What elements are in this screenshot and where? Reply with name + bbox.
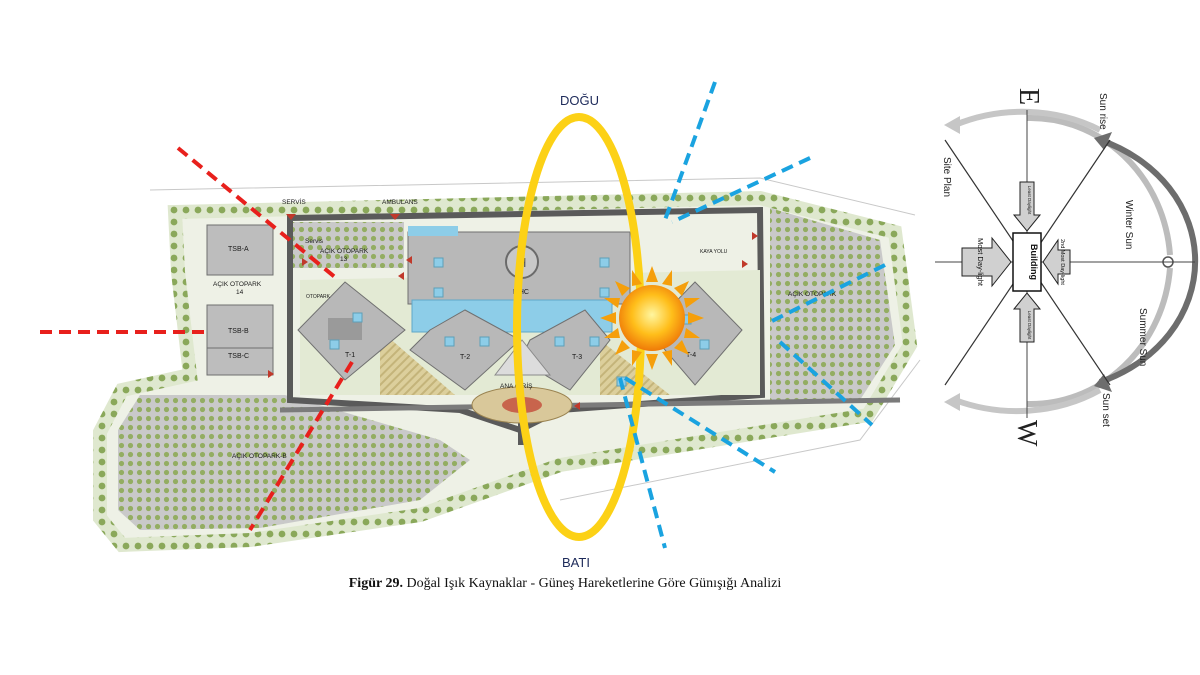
access-road xyxy=(279,397,901,413)
label-t2: T-2 xyxy=(460,354,470,361)
label-tsb-a: TSB-A xyxy=(228,246,249,253)
label-site-plan: Site Plan xyxy=(941,157,952,197)
figure-caption-text: Doğal Işık Kaynaklar - Güneş Hareketleri… xyxy=(402,576,782,591)
label-least-daylight-bottom: Least Daylight xyxy=(1027,311,1032,340)
arrow-head-winter xyxy=(1094,132,1112,150)
arrow-head-summer xyxy=(1094,374,1112,392)
warm-line xyxy=(248,360,354,532)
cool-line xyxy=(778,340,874,427)
label-acik-otopark-13: AÇIK OTOPARK xyxy=(320,248,369,255)
label-east-letter: E xyxy=(1013,88,1044,105)
most-daylight-arrow xyxy=(961,236,1012,288)
label-acik-otopark-right: AÇIK OTOPARK xyxy=(788,291,837,298)
orbit-arc-bottom-left xyxy=(953,387,1102,415)
tsb-b-block xyxy=(206,304,274,376)
label-otopark-small: OTOPARK xyxy=(306,294,331,300)
sun-icon xyxy=(600,266,704,370)
label-most-daylight: Most Day-light xyxy=(976,238,985,287)
label-t1: T-1 xyxy=(345,352,355,359)
arrow-head-top xyxy=(944,116,960,134)
label-east-sun: DOĞU xyxy=(560,93,599,108)
label-num-13: 13 xyxy=(340,256,348,263)
label-num-14: 14 xyxy=(236,289,244,296)
label-t4: T-4 xyxy=(686,352,696,359)
tree-belt xyxy=(93,190,918,553)
label-winter-sun: Winter Sun xyxy=(1123,200,1134,249)
cool-line xyxy=(671,156,811,224)
orbit-arc-gray xyxy=(1026,267,1173,408)
label-t3: T-3 xyxy=(572,354,582,361)
label-acik-otopark-14: AÇIK OTOPARK xyxy=(213,281,262,288)
label-servis: SERVİS xyxy=(282,197,306,206)
label-building: Building xyxy=(1029,244,1039,280)
cool-line xyxy=(663,81,717,221)
label-second-daylight: 2nd Most Day-light xyxy=(1059,239,1065,285)
label-servis-small: Servis xyxy=(305,238,324,245)
sun-orientation-diagram: Building Most Day-light 2nd Most Day-lig… xyxy=(935,88,1199,447)
label-tsb-c: TSB-C xyxy=(228,353,249,360)
label-west-sun: BATI xyxy=(562,555,590,570)
cool-line xyxy=(618,377,667,549)
tsb-a-block xyxy=(206,224,274,276)
orbit-arc-top-left xyxy=(953,108,1102,133)
label-least-daylight-top: Least Daylight xyxy=(1027,186,1032,215)
tower-t1-core xyxy=(328,318,362,340)
arrow-head-bottom xyxy=(944,393,960,411)
figure-caption: Figür 29. Doğal Işık Kaynaklar - Güneş H… xyxy=(0,576,1130,592)
cool-line xyxy=(769,263,886,324)
least-daylight-arrow-bottom xyxy=(1012,292,1042,343)
label-tsb-b: TSB-B xyxy=(228,328,249,335)
building-block xyxy=(1012,232,1042,292)
parking-right xyxy=(770,208,895,400)
cool-line xyxy=(623,376,777,474)
label-kaya-yolu: KAYA YOLU xyxy=(700,249,728,255)
site-plan: SERVİS AMBULANS Servis AÇIK OTOPARK 13 A… xyxy=(93,177,921,553)
parking-13 xyxy=(292,222,404,268)
figure-label: Figür 29. xyxy=(348,576,403,591)
label-west-letter: W xyxy=(1011,420,1042,447)
label-sun-rise: Sun rise xyxy=(1097,93,1108,130)
context-street xyxy=(559,359,921,501)
tower-t2 xyxy=(409,309,521,391)
label-acik-otopark-b: AÇIK OTOPARK-B xyxy=(232,453,287,460)
entry-markers xyxy=(268,214,758,410)
seasonal-arc xyxy=(1099,137,1199,385)
water-top xyxy=(408,226,458,236)
context-street xyxy=(149,177,916,216)
parking-b xyxy=(118,395,470,530)
least-daylight-arrow-top xyxy=(1012,181,1042,232)
cool-daylight-lines xyxy=(618,81,886,549)
warm-line xyxy=(176,146,338,280)
landscape-stripes xyxy=(380,330,455,395)
label-summer-sun: Summer Sun xyxy=(1137,308,1148,366)
second-daylight-arrow xyxy=(1042,238,1071,286)
label-ambulans: AMBULANS xyxy=(382,199,418,206)
warm-daylight-lines xyxy=(40,146,354,532)
label-sun-set: Sun set xyxy=(1100,393,1111,427)
orbit-arc-gray xyxy=(1026,114,1173,256)
